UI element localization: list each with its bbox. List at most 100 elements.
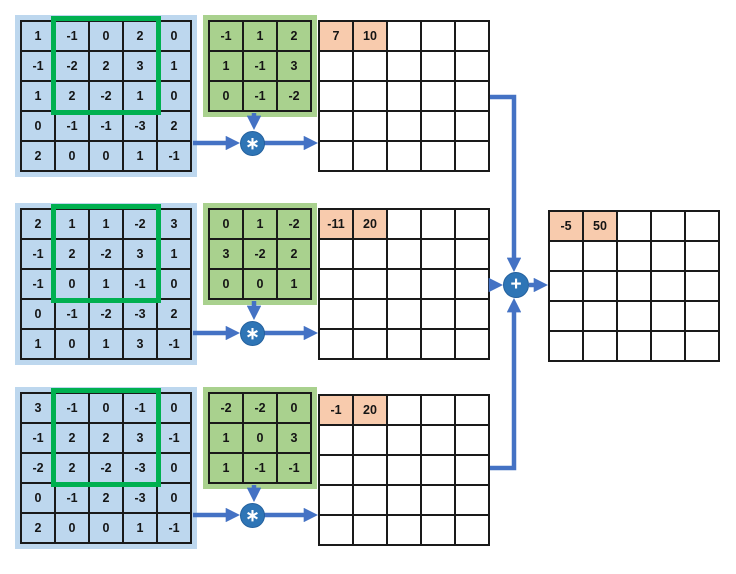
matrix-cell: -2	[278, 210, 310, 238]
matrix-cell	[550, 242, 582, 270]
matrix-cell	[618, 242, 650, 270]
matrix-cell: -1	[158, 424, 190, 452]
matrix-cell	[388, 270, 420, 298]
matrix-cell: 1	[90, 210, 122, 238]
matrix-cell	[388, 300, 420, 328]
arrow-map3-to-sum	[490, 297, 522, 471]
convolution-operator-2: ∗	[240, 321, 265, 346]
matrix-cell	[422, 52, 454, 80]
matrix-cell: -2	[22, 454, 54, 482]
matrix-cell: -2	[210, 394, 242, 422]
matrix-cell: 1	[158, 240, 190, 268]
matrix-cell	[422, 396, 454, 424]
matrix-cell: 0	[90, 22, 122, 50]
matrix-cell: -1	[244, 82, 276, 110]
matrix-cell	[422, 426, 454, 454]
matrix-cell: -1	[56, 112, 88, 140]
matrix-cell	[320, 330, 352, 358]
matrix-cell	[550, 332, 582, 360]
matrix-cell: 0	[158, 484, 190, 512]
matrix-cell	[584, 242, 616, 270]
matrix-cell: -5	[550, 212, 582, 240]
matrix-cell	[388, 22, 420, 50]
matrix-cell: -2	[90, 300, 122, 328]
matrix-cell: 3	[124, 424, 156, 452]
matrix-cell	[354, 300, 386, 328]
matrix-cell: 20	[354, 396, 386, 424]
matrix-cell: 2	[158, 300, 190, 328]
matrix-cell	[584, 302, 616, 330]
matrix-cell	[456, 426, 488, 454]
matrix-cell: 0	[22, 112, 54, 140]
matrix-cell: 0	[56, 330, 88, 358]
matrix-cell: -1	[90, 112, 122, 140]
matrix-cell	[422, 142, 454, 170]
matrix-cell	[320, 486, 352, 514]
matrix-cell: 0	[278, 394, 310, 422]
matrix-cell: 0	[158, 270, 190, 298]
matrix-cell: 1	[210, 52, 242, 80]
matrix-cell	[388, 486, 420, 514]
matrix-cell	[618, 332, 650, 360]
matrix-cell: 0	[56, 270, 88, 298]
matrix-cell: 2	[56, 82, 88, 110]
matrix-cell: 0	[56, 142, 88, 170]
matrix-cell: -1	[244, 52, 276, 80]
matrix-cell: -3	[124, 300, 156, 328]
matrix-cell: -1	[244, 454, 276, 482]
matrix-cell	[652, 242, 684, 270]
matrix-cell: 0	[210, 82, 242, 110]
matrix-cell	[550, 272, 582, 300]
matrix-cell: -2	[90, 240, 122, 268]
matrix-cell: -1	[22, 270, 54, 298]
matrix-cell	[456, 112, 488, 140]
sum-operator: +	[503, 272, 529, 298]
matrix-cell: 2	[90, 52, 122, 80]
matrix-cell: 3	[124, 52, 156, 80]
matrix-cell	[456, 142, 488, 170]
matrix-cell	[456, 22, 488, 50]
matrix-cell: -1	[56, 394, 88, 422]
matrix-cell	[354, 52, 386, 80]
matrix-cell: -1	[124, 394, 156, 422]
matrix-cell	[456, 456, 488, 484]
matrix-cell	[456, 82, 488, 110]
matrix-cell	[388, 516, 420, 544]
matrix-cell: 2	[56, 454, 88, 482]
matrix-cell: 7	[320, 22, 352, 50]
matrix-cell: 1	[210, 454, 242, 482]
matrix-cell: 2	[90, 424, 122, 452]
matrix-cell: -3	[124, 454, 156, 482]
matrix-cell: -2	[90, 82, 122, 110]
matrix-cell: 0	[158, 22, 190, 50]
matrix-cell	[320, 142, 352, 170]
matrix-cell: 0	[22, 300, 54, 328]
matrix-cell	[388, 210, 420, 238]
matrix-cell	[422, 240, 454, 268]
matrix-cell: 2	[22, 514, 54, 542]
matrix-cell: 1	[158, 52, 190, 80]
matrix-cell: 2	[22, 210, 54, 238]
matrix-cell	[652, 332, 684, 360]
matrix-cell: 0	[210, 270, 242, 298]
matrix-cell	[388, 330, 420, 358]
matrix-cell	[320, 240, 352, 268]
matrix-cell: -2	[90, 454, 122, 482]
matrix-cell: -2	[124, 210, 156, 238]
matrix-cell: 1	[22, 330, 54, 358]
matrix-cell	[456, 210, 488, 238]
matrix-cell: 10	[354, 22, 386, 50]
matrix-cell: 1	[90, 330, 122, 358]
matrix-cell	[422, 210, 454, 238]
matrix-cell	[388, 426, 420, 454]
matrix-cell	[388, 396, 420, 424]
matrix-cell	[686, 302, 718, 330]
matrix-cell: -2	[244, 394, 276, 422]
matrix-cell	[686, 242, 718, 270]
